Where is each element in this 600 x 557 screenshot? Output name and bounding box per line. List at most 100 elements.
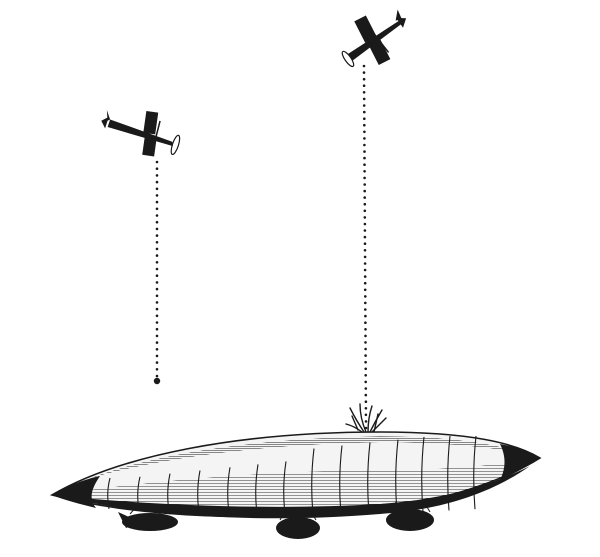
trail-dot [155,207,159,211]
trail-dot [363,268,367,272]
trail-dot [155,187,159,191]
gondola-middle [276,509,320,539]
trail-dot [364,308,367,311]
trail-dot [363,281,367,285]
trail-dot [363,130,366,134]
trail-dot [364,354,367,357]
trail-dot [364,380,368,384]
trail-dot [363,255,367,259]
hull-rib [421,436,425,512]
trail-dot [364,334,367,338]
trail-dot [363,189,367,193]
trail-dot [155,314,159,318]
trail-dot [363,202,367,206]
trail-dot [362,84,366,87]
trail-dot [362,64,366,68]
trail-dot [155,341,159,344]
trail-dot [363,229,367,232]
hull-rib [137,476,141,511]
trail-dot [155,214,159,217]
trail-dot [155,274,159,278]
trail-dot [364,347,367,351]
trail-dot [364,407,368,410]
hull-rib [339,445,343,514]
hull-rib [227,467,231,514]
trail-dot [363,183,367,186]
left-bomb [153,377,161,385]
trail-dot [155,307,159,311]
trail-dot [363,196,367,199]
trail-dot [155,200,159,204]
trail-dot [363,216,367,219]
trail-dot [363,209,367,213]
trail-dot [363,156,366,160]
trail-dot [363,137,366,140]
trail-dot [155,294,159,298]
trail-dot [155,267,159,271]
hull-rib [283,461,287,515]
trail-dot [364,295,367,298]
hull-rib [311,448,315,514]
trail-dot [363,143,366,147]
trail-dot [364,314,367,318]
trail-dot [155,368,159,371]
impact-explosion-icon [345,403,387,433]
gondola-rear [122,504,178,531]
left-biplane-icon [101,109,181,157]
trail-dot [363,275,367,278]
trail-dot [362,97,366,101]
trail-dot [363,110,366,114]
trail-dot [364,387,368,390]
trail-dot [155,167,159,170]
trail-dot [155,281,159,284]
hull-rib [447,435,451,511]
gondola-front [386,501,434,531]
hull-rib [167,473,171,512]
left-bomb-trail [155,160,159,378]
hull-rib [197,470,201,513]
trail-dot [155,287,159,291]
trail-dot [364,400,368,404]
trail-dot [364,321,367,325]
trail-dot [363,117,366,120]
trail-dot [364,413,368,417]
hull-rib [107,477,111,510]
hull-rib [367,442,371,514]
trail-dot [155,354,159,358]
trail-dot [155,227,159,231]
trail-dot [364,301,367,305]
trail-dot [155,374,159,378]
trail-dot [155,160,159,164]
right-biplane-icon [341,9,407,68]
trail-dot [155,348,159,351]
right-bomb-trail [362,64,368,430]
trail-dot [155,301,159,304]
trail-dot [363,170,366,173]
trail-dot [364,360,367,364]
trail-dot [364,420,368,423]
trail-dot [364,328,367,331]
trail-dot [155,241,159,244]
trail-dot [363,176,366,180]
hull-rib [473,435,477,510]
trail-dot [363,222,367,226]
trail-dot [155,261,159,264]
airship-fin [118,512,140,528]
trail-dot [155,234,159,237]
trail-dot [155,334,159,338]
trail-dot [155,220,159,224]
trail-dot [364,367,368,371]
trail-dot [363,150,366,153]
trail-dot [155,254,159,257]
trail-dot [364,393,368,397]
trail-dot [364,341,367,344]
trail-dot [364,374,368,377]
trail-dot [155,321,159,324]
trail-dot [362,91,366,94]
hull-rib [395,439,399,513]
hull-rib [255,464,259,514]
trail-dot [155,174,159,177]
trail-dot [155,194,159,197]
trail-dot [155,247,159,251]
